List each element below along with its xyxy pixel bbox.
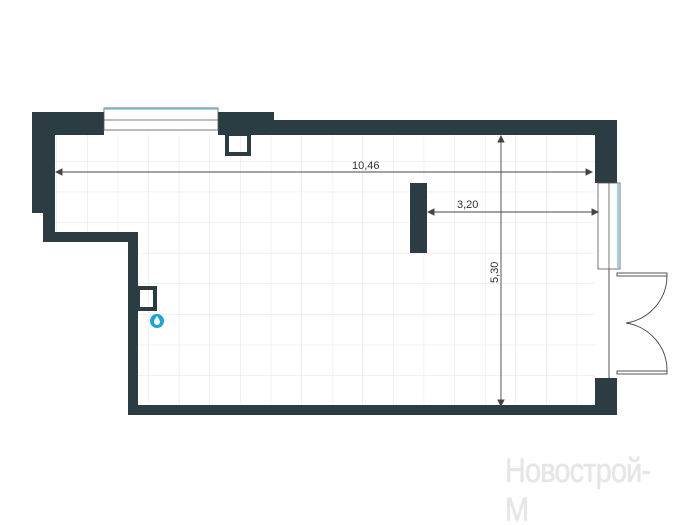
dimension-lines (54, 134, 600, 408)
dimension-length: 10,46 (352, 160, 380, 172)
dimension-width: 5,30 (489, 262, 501, 283)
walls (32, 112, 617, 415)
water-drop-icon (150, 314, 164, 328)
dimension-partial-width: 3,20 (457, 199, 478, 211)
column (410, 183, 427, 253)
double-door (608, 269, 668, 378)
window-top (103, 107, 219, 131)
shaft (225, 132, 251, 156)
window-right (597, 182, 621, 270)
shaft (136, 286, 157, 311)
watermark: Новострой-М (505, 452, 651, 525)
floor-grid (55, 135, 595, 405)
